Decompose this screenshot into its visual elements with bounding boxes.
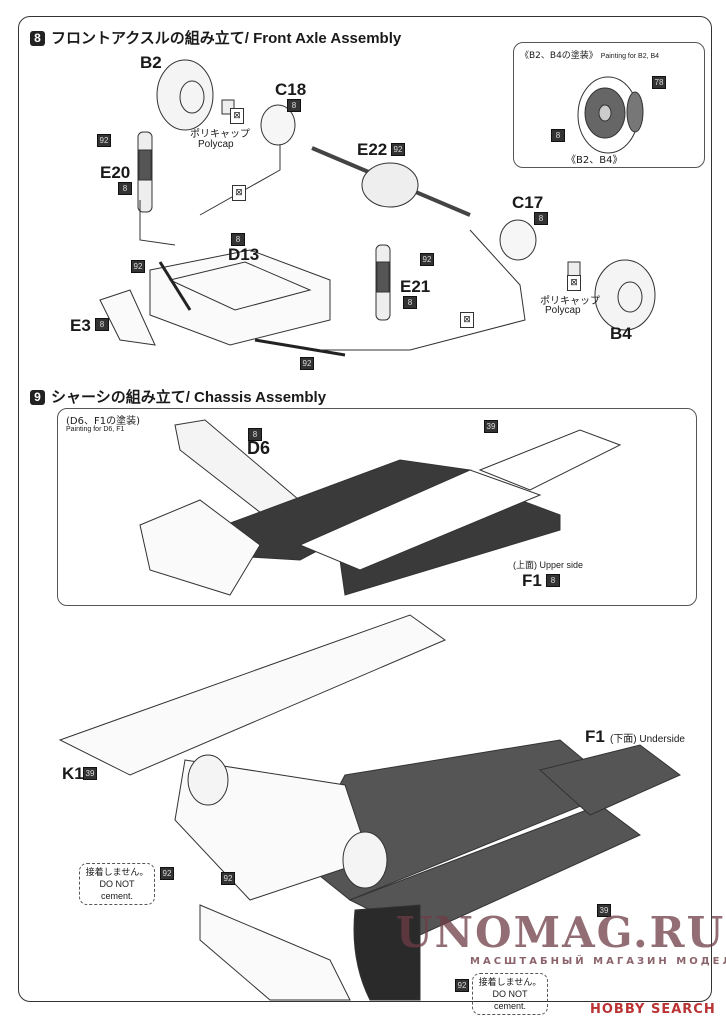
label-f1: F1: [522, 571, 542, 590]
do-not-cement-note: 接着しません。 DO NOT cement.: [472, 973, 548, 1015]
do-not-cement-note: 接着しません。 DO NOT cement.: [79, 863, 155, 905]
polycap-en: Polycap: [545, 305, 581, 316]
paint-code-caliper: 78: [652, 76, 666, 89]
paint-code-e20-top: 92: [97, 134, 111, 147]
paint-code-e22: 92: [391, 143, 405, 156]
chassis-front: [139, 499, 261, 596]
diff-e22: [361, 162, 419, 208]
k1-panel: [58, 614, 447, 776]
paint-code-e3: 8: [95, 318, 109, 331]
polycap-icon: ⊠: [460, 312, 474, 328]
paint-code-c17: 8: [534, 212, 548, 225]
step8-title: 8 フロントアクスルの組み立て/ Front Axle Assembly: [30, 27, 401, 48]
brake-disc-b4: [594, 259, 656, 331]
polycap-jp: ポリキャップ: [540, 296, 600, 307]
paint-code-k1: 39: [83, 767, 97, 780]
paint-code-d6: 8: [248, 428, 262, 441]
label-e21: E21: [400, 277, 431, 296]
paint-code-rod: 92: [300, 357, 314, 370]
paint-code-floor: 39: [484, 420, 498, 433]
inset-title-jp: 《B2、B4の塗装》: [520, 51, 598, 61]
upright-c17: [499, 219, 537, 261]
watermark-subtitle: МАСШТАБНЫЙ МАГАЗИН МОДЕЛЕЙ: [470, 956, 726, 967]
inset-title-en: Painting for D6, F1: [66, 426, 125, 433]
step-number-badge: 9: [30, 390, 45, 405]
rear-wheel-arch: [353, 904, 421, 1001]
label-b4: B4: [610, 324, 632, 343]
label-b2: B2: [140, 53, 162, 72]
label-e22: E22: [357, 140, 388, 159]
label-f1-underside: F1: [585, 727, 605, 746]
label-d13: D13: [228, 245, 260, 264]
step9-title-text: シャーシの組み立て/ Chassis Assembly: [51, 389, 327, 406]
label-k1: K1: [62, 764, 84, 783]
label-e20: E20: [100, 163, 131, 182]
upright-c18: [260, 104, 296, 146]
paint-code-f1: 8: [546, 574, 560, 587]
paint-code-d13-arm: 92: [131, 260, 145, 273]
paint-code-92: 92: [160, 867, 174, 880]
paint-code-e20: 8: [118, 182, 132, 195]
painting-inset-b2-b4: 《B2、B4の塗装》 Painting for B2, B4 78 8 《B2、…: [513, 42, 705, 168]
brake-disc-b2: [156, 59, 214, 131]
note-en: DO NOT cement.: [492, 989, 528, 1011]
note-jp: 接着しません。: [478, 977, 542, 987]
arm-e3: [99, 289, 156, 346]
page-frame: [18, 16, 712, 1002]
note-en: DO NOT cement.: [99, 879, 135, 901]
polycap-icon: ⊠: [230, 108, 244, 124]
label-c17: C17: [512, 193, 544, 212]
f1-underside-caption: F1 (下面) Underside: [585, 727, 685, 747]
paint-code-e21-top: 92: [420, 253, 434, 266]
step9-title: 9 シャーシの組み立て/ Chassis Assembly: [30, 386, 326, 407]
inset-title-en: Painting for B2, B4: [600, 53, 660, 60]
polycap-icon: ⊠: [232, 185, 246, 201]
note-jp: 接着しません。: [85, 867, 149, 877]
lower-frame: [199, 904, 351, 1001]
paint-code-e21: 8: [403, 296, 417, 309]
painting-inset-d6-f1: (D6、F1の塗装) Painting for D6, F1 8 D6 39 (…: [57, 408, 697, 606]
inset-caption: 《B2、B4》: [566, 155, 623, 166]
label-d6: D6: [247, 438, 271, 458]
paint-code-d13: 8: [231, 233, 245, 246]
polycap-en: Polycap: [198, 139, 234, 150]
paint-code-c18: 8: [287, 99, 301, 112]
polycap-icon: ⊠: [567, 275, 581, 291]
upper-side-label: (上面) Upper side: [513, 560, 584, 570]
paint-code-92: 92: [221, 872, 235, 885]
underside-label: (下面) Underside: [609, 734, 685, 745]
paint-code-disc: 8: [551, 129, 565, 142]
step-number-badge: 8: [30, 31, 45, 46]
label-c18: C18: [275, 80, 307, 99]
paint-code-92: 92: [455, 979, 469, 992]
watermark-title: UNOMAG.RU: [396, 908, 726, 957]
polycap-jp: ポリキャップ: [190, 129, 250, 140]
paint-code-floor-underside: 39: [597, 904, 611, 917]
inset-title-jp: (D6、F1の塗装): [66, 416, 140, 427]
label-e3: E3: [70, 316, 91, 335]
step8-title-text: フロントアクスルの組み立て/ Front Axle Assembly: [51, 30, 402, 47]
hobby-search-logo: HOBBY SEARCH: [590, 1002, 716, 1017]
